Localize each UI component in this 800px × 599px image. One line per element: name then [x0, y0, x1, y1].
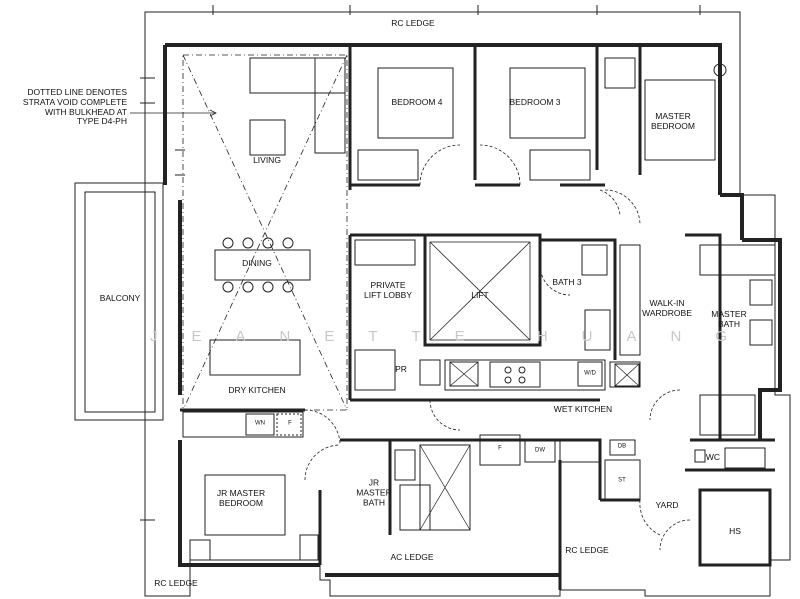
- label-master-bedroom: MASTER BEDROOM: [651, 111, 695, 131]
- lift-shaft: [429, 241, 531, 341]
- label-st: ST: [618, 477, 626, 484]
- exterior-wall-left-lower: [178, 440, 320, 567]
- label-dry-kitchen: DRY KITCHEN: [228, 385, 286, 396]
- watermark: JEANETTE HUANG: [150, 328, 762, 345]
- label-master-bath: MASTER BATH: [711, 309, 747, 329]
- bedroom3-bed: [509, 67, 586, 139]
- label-living: LIVING: [253, 155, 281, 166]
- label-dining: DINING: [242, 258, 272, 269]
- jr-master-bed: [204, 474, 286, 536]
- bedroom4-bed: [377, 67, 454, 139]
- label-pr: PR: [395, 364, 407, 375]
- label-walk-in-wardrobe: WALK-IN WARDROBE: [642, 298, 692, 318]
- label-wc: WC: [705, 452, 721, 463]
- label-db: DB: [617, 443, 627, 450]
- label-yard: YARD: [655, 500, 679, 511]
- label-bath-3: BATH 3: [552, 277, 582, 288]
- label-fridge-wet: F: [498, 445, 502, 452]
- kitchen-island: [209, 339, 301, 376]
- coffee-table: [249, 119, 286, 156]
- label-balcony: BALCONY: [99, 293, 141, 304]
- label-rc-ledge-bottom-left: RC LEDGE: [154, 578, 198, 589]
- strata-void-outline: [182, 54, 348, 411]
- sofa: [249, 57, 346, 94]
- label-dw: DW: [535, 447, 545, 454]
- label-ac-ledge: AC LEDGE: [390, 552, 434, 563]
- dining-table: [214, 249, 311, 281]
- balcony-outline: [74, 182, 164, 421]
- label-jr-master-bath: JR MASTER BATH: [356, 477, 392, 507]
- exterior-wall-right: [720, 193, 744, 240]
- label-bedroom-3: BEDROOM 3: [509, 97, 561, 108]
- strata-void-note: DOTTED LINE DENOTES STRATA VOID COMPLETE…: [22, 87, 127, 127]
- exterior-wall-right-bath: [742, 238, 782, 440]
- label-hs: HS: [729, 526, 741, 537]
- label-wn: WN: [255, 420, 265, 427]
- label-wd: W/D: [584, 370, 596, 377]
- label-wet-kitchen: WET KITCHEN: [553, 404, 613, 415]
- label-private-lift-lobby: PRIVATE LIFT LOBBY: [363, 280, 413, 300]
- label-jr-master-bedroom: JR MASTER BEDROOM: [216, 488, 266, 508]
- label-bedroom-4: BEDROOM 4: [391, 97, 443, 108]
- label-rc-ledge-top: RC LEDGE: [391, 18, 435, 29]
- master-bed: [644, 79, 716, 161]
- label-fridge-dry: F: [288, 420, 292, 427]
- label-lift: LIFT: [471, 290, 489, 301]
- label-rc-ledge-bottom-right: RC LEDGE: [565, 545, 609, 556]
